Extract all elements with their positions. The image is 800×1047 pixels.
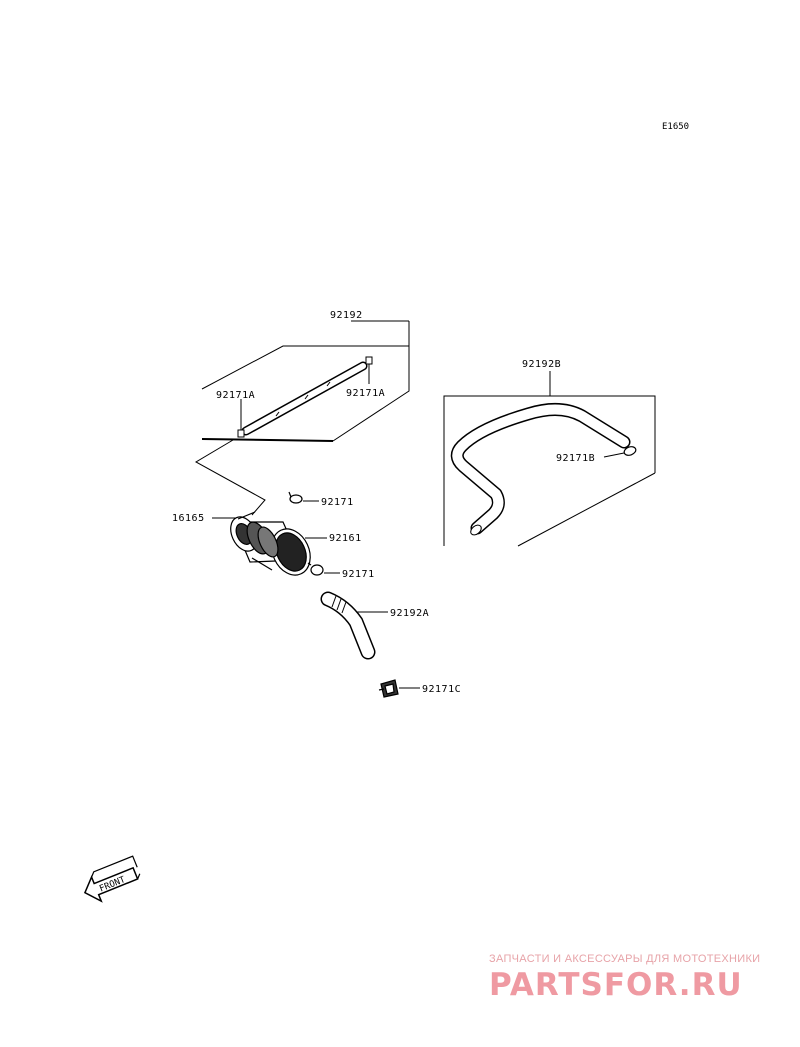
front-arrow-icon: FRONT — [83, 855, 141, 903]
clamp-a-right-icon — [365, 356, 373, 365]
label-92192b: 92192B — [522, 359, 561, 370]
label-92192a: 92192A — [390, 608, 429, 619]
hose-92192-group — [201, 320, 410, 442]
hose-92192a — [320, 591, 376, 660]
label-92161: 92161 — [329, 533, 362, 544]
filter-leader-line — [194, 439, 266, 516]
label-92171a-left: 92171A — [216, 390, 255, 401]
diagram-code: E1650 — [662, 122, 689, 132]
label-16165: 16165 — [172, 513, 205, 524]
label-92171b: 92171B — [556, 453, 595, 464]
clamp-lower-icon — [307, 562, 324, 576]
clamp-upper-icon — [288, 491, 303, 504]
watermark-tagline: ЗАПЧАСТИ И АКСЕССУАРЫ ДЛЯ МОТОТЕХНИКИ — [489, 953, 761, 965]
filter-assembly — [230, 511, 311, 576]
clamp-a-left-icon — [237, 429, 245, 438]
clamp-c-icon — [378, 679, 399, 698]
straight-hose — [241, 361, 368, 436]
clamp-a-leaders — [240, 364, 370, 430]
hose-92192b-frame — [443, 371, 656, 547]
label-92171c: 92171C — [422, 684, 461, 695]
clamp-b-leader — [603, 452, 625, 458]
label-92171-lower: 92171 — [342, 569, 375, 580]
label-92171-upper: 92171 — [321, 497, 354, 508]
label-92171a-right: 92171A — [346, 388, 385, 399]
watermark-brand: PARTSFOR.RU — [489, 967, 743, 1003]
bent-hose-b — [450, 403, 631, 536]
clamp-b-icon — [623, 446, 637, 456]
label-92192: 92192 — [330, 310, 363, 321]
